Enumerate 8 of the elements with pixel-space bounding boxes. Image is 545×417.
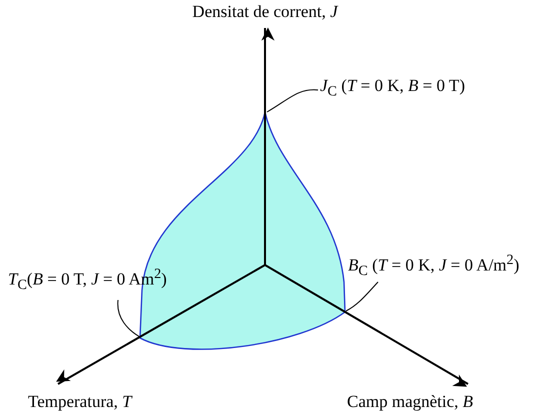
critical-value-annotation: J$_{C}$ (T = 0 K, B = 0 T): [320, 76, 465, 102]
leader-line: [117, 300, 140, 338]
leader-line: [346, 282, 378, 312]
leader-line: [266, 89, 318, 112]
axis-title: Densitat de corrent, J: [192, 2, 338, 22]
axis-title: Temperatura, T: [28, 392, 132, 412]
axis-title: Camp magnètic, B: [347, 392, 474, 412]
critical-value-annotation: B$_{C}$ (T = 0 K, J = 0 A/m$^{2}$): [348, 250, 520, 282]
